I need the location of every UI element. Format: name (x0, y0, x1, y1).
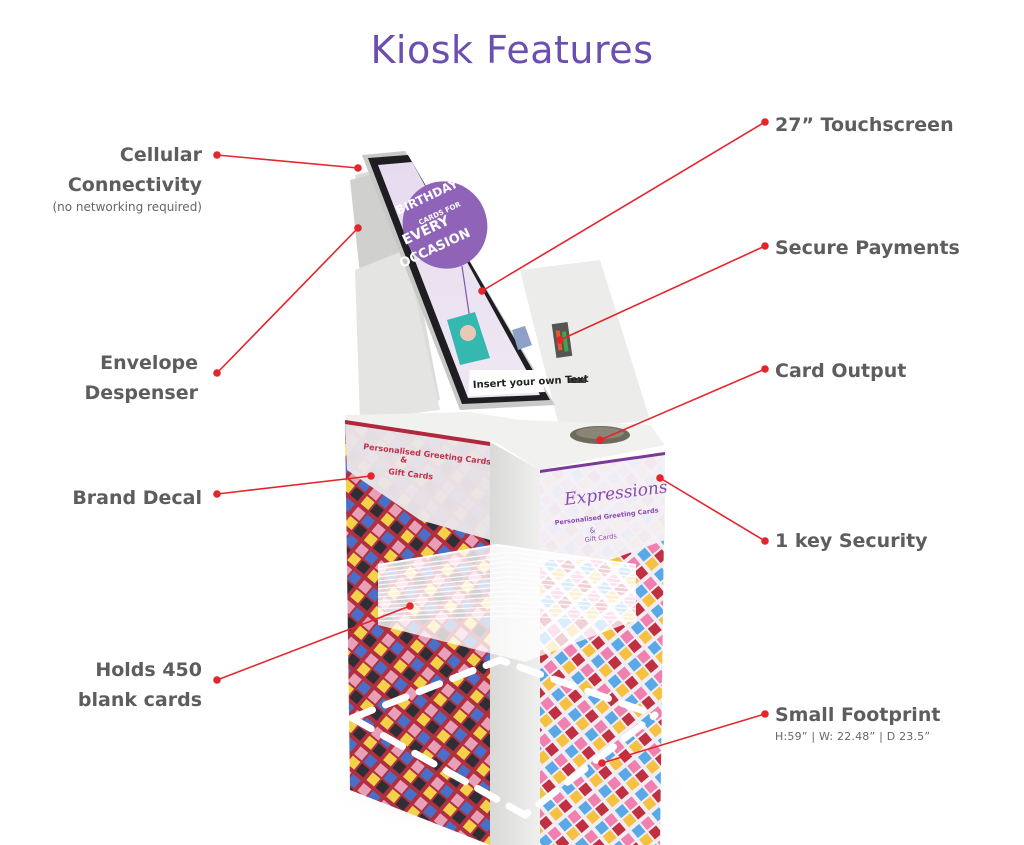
feature-brand-decal: Brand Decal (72, 483, 202, 513)
page-title: Kiosk Features (370, 28, 654, 72)
balloon (402, 181, 488, 269)
feature-key-security: 1 key Security (775, 530, 928, 552)
footprint-outline (348, 656, 659, 820)
feature-secure-payments: Secure Payments (775, 237, 960, 259)
right-brand-decal (540, 452, 665, 560)
feature-label-line: blank cards (77, 689, 202, 711)
card-slot (568, 378, 586, 383)
base-top (345, 412, 665, 470)
feature-envelope-dispenser: Envelope Despenser (84, 348, 198, 408)
card-stack-line (377, 580, 637, 594)
blank-card-stack (377, 543, 637, 662)
card-stack-line (377, 570, 637, 586)
feature-holds-blank-cards: Holds 450 blank cards (78, 655, 202, 715)
feature-cellular-connectivity: Cellular Connectivity (no networking req… (52, 140, 202, 214)
feature-label-line: Brand Decal (72, 487, 202, 509)
right-decal-line-3: Gift Cards (584, 532, 618, 544)
card-stack-line (377, 575, 637, 590)
card-stack-line (377, 561, 637, 578)
card-stack-line (377, 566, 637, 582)
left-decal-line-2: & (400, 455, 408, 465)
card-stack-line (377, 610, 637, 618)
feature-label-line: Small Footprint (775, 704, 941, 726)
feature-small-footprint: Small Footprint H:59” | W: 22.48” | D 23… (775, 700, 940, 744)
feature-label-line: Holds 450 (95, 659, 202, 681)
card-stack-line (377, 585, 637, 598)
card-stack-line (377, 590, 637, 602)
left-brand-decal (345, 420, 490, 540)
right-decal-line-2: & (589, 526, 596, 535)
card-stack-line (377, 556, 637, 574)
footprint-dimensions: H:59” | W: 22.48” | D 23.5” (775, 730, 931, 743)
card-stack-line (377, 615, 637, 622)
feature-note: (no networking required) (52, 200, 202, 214)
feature-label-line: Envelope (100, 352, 198, 374)
feature-card-output: Card Output (775, 360, 907, 382)
feature-label-line: Connectivity (67, 174, 202, 196)
payment-panel (520, 260, 650, 430)
feature-label-line: Cellular (119, 144, 202, 166)
callout-lines (213, 118, 769, 767)
card-stack-line (377, 551, 637, 570)
card-stack-line (377, 595, 637, 606)
card-stack-line (377, 605, 637, 614)
card-stack-line (377, 600, 637, 610)
feature-label-line: Despenser (84, 382, 198, 404)
feature-touchscreen: 27” Touchscreen (775, 114, 954, 136)
